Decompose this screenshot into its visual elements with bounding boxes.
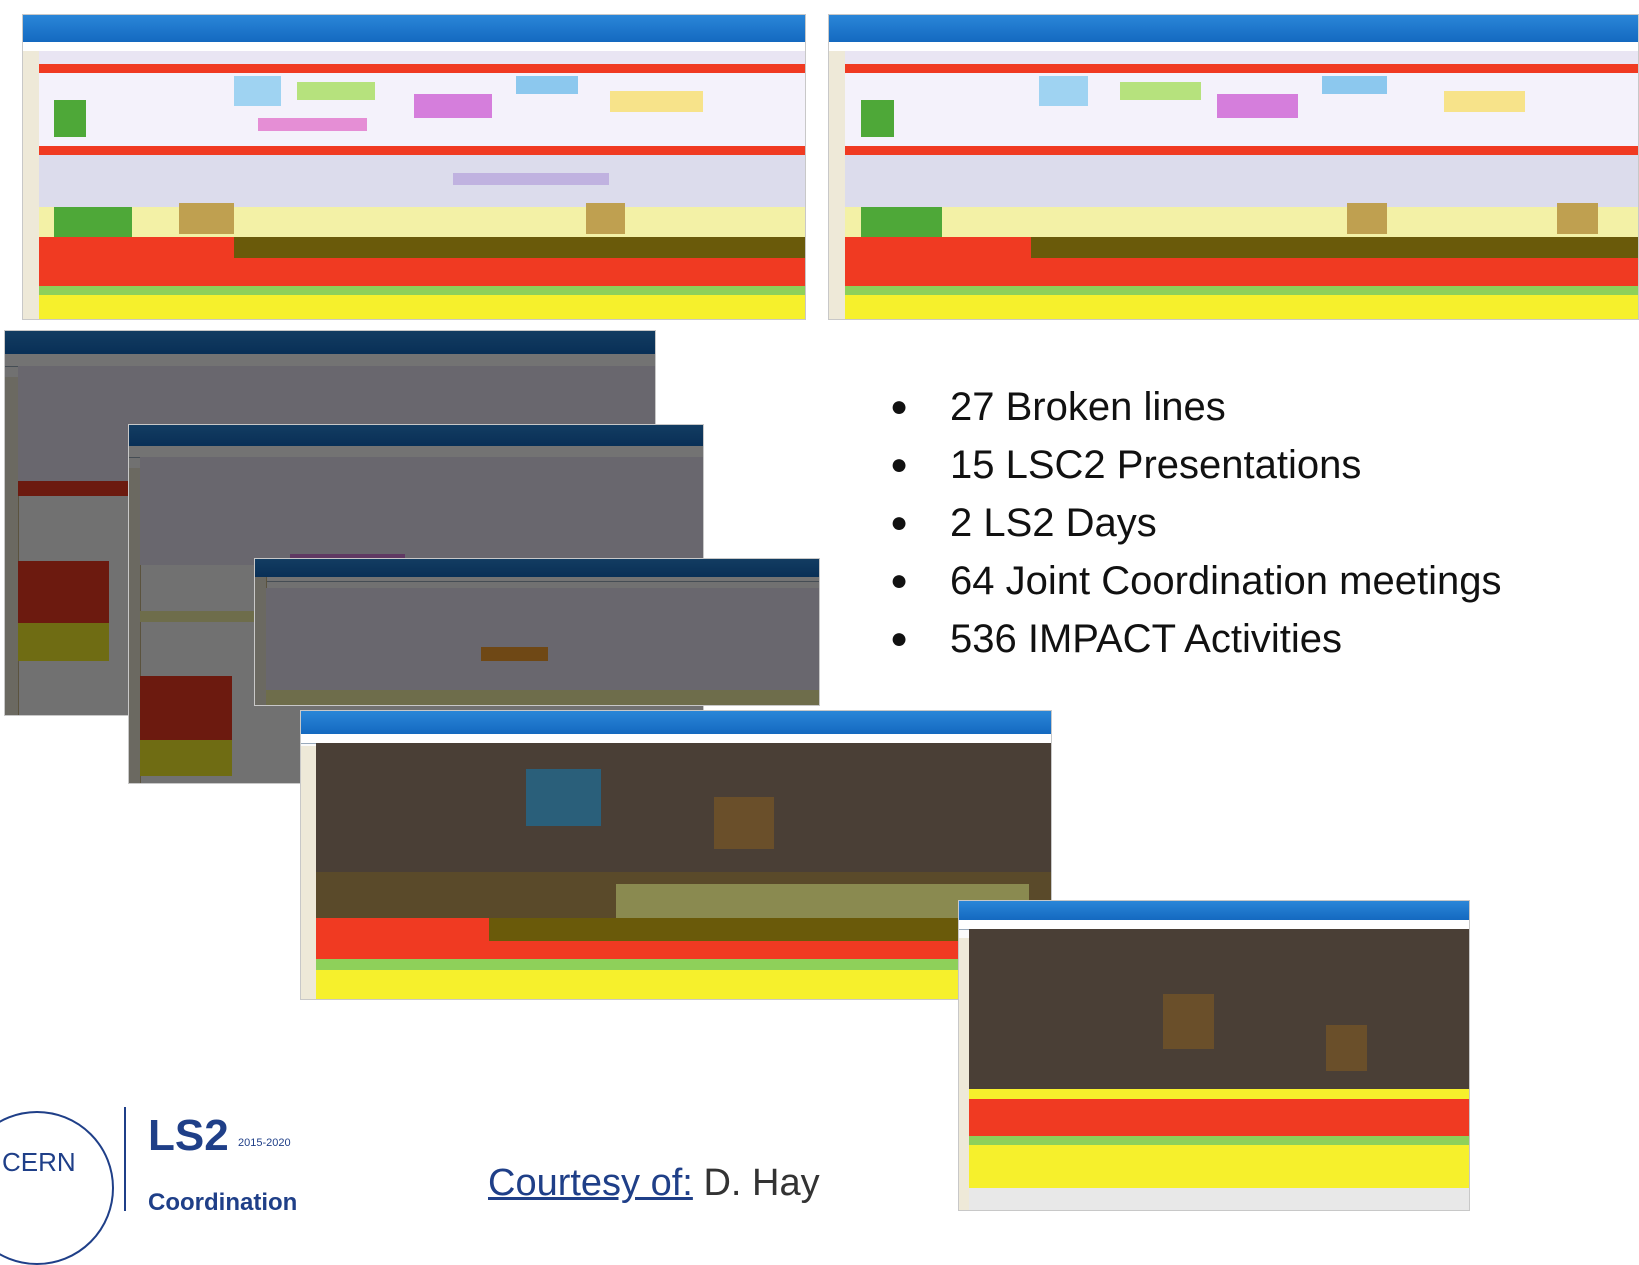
schedule-thumbnail-stack-1 <box>4 330 656 716</box>
bullet-item: ● 15 LSC2 Presentations <box>882 436 1501 494</box>
schedule-thumbnail-stack-5 <box>958 900 1470 1211</box>
courtesy-credit: Courtesy of: D. Hay <box>488 1162 820 1205</box>
bullet-text: 64 Joint Coordination meetings <box>950 559 1502 603</box>
bullet-item: ● 536 IMPACT Activities <box>882 610 1501 668</box>
bullet-list: ●27 Broken lines ●15 LSC2 Presentations … <box>882 378 1501 668</box>
bullet-item: ● 2 LS2 Days <box>882 494 1501 552</box>
schedule-thumbnail-top-left <box>22 14 806 320</box>
bullet-dot-icon: ● <box>890 390 909 423</box>
ls2-years: 2015-2020 <box>238 1137 291 1149</box>
bullet-text: 15 LSC2 Presentations <box>950 443 1362 487</box>
bullet-dot-icon: ● <box>890 564 909 597</box>
coordination-label: Coordination <box>148 1189 298 1216</box>
bullet-text: 27 Broken lines <box>950 385 1226 429</box>
logo-divider <box>124 1107 126 1211</box>
ls2-coordination-logo: CERN LS2 2015-2020 Coordination <box>0 1105 320 1265</box>
bullet-text: 536 IMPACT Activities <box>950 617 1342 661</box>
courtesy-label: Courtesy of: <box>488 1162 693 1204</box>
schedule-thumbnail-stack-4 <box>300 710 1052 1000</box>
schedule-thumbnail-top-right <box>828 14 1639 320</box>
bullet-dot-icon: ● <box>890 448 909 481</box>
ls2-title: LS2 <box>148 1111 229 1160</box>
bullet-text: 2 LS2 Days <box>950 501 1157 545</box>
courtesy-name: D. Hay <box>703 1162 820 1204</box>
cern-logo-icon <box>0 1111 114 1265</box>
bullet-dot-icon: ● <box>890 622 909 655</box>
cern-logo-text: CERN <box>2 1147 76 1177</box>
schedule-thumbnail-stack-3 <box>254 558 820 706</box>
bullet-dot-icon: ● <box>890 506 909 539</box>
bullet-item: ● 27 Broken lines <box>882 378 1501 436</box>
bullet-item: ● 64 Joint Coordination meetings <box>882 552 1501 610</box>
